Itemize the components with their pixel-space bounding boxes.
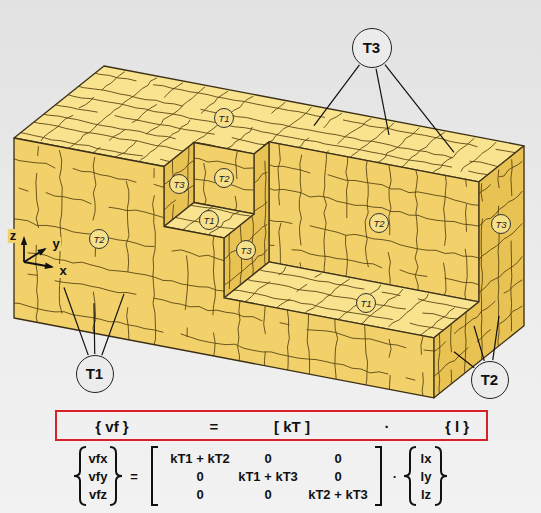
leader-line bbox=[376, 69, 389, 135]
joint-set-mark: T1 bbox=[214, 108, 234, 128]
joint-set-callout: T2 bbox=[471, 361, 509, 399]
joint-set-label: T3 bbox=[363, 39, 381, 56]
joint-cracks bbox=[432, 160, 522, 398]
operator: = bbox=[130, 469, 138, 484]
joint-set-label: T2 bbox=[481, 371, 499, 388]
joint-set-mark: T3 bbox=[236, 240, 256, 260]
joint-set-label: T3 bbox=[240, 245, 251, 256]
joint-cracks bbox=[10, 147, 433, 400]
leader-line bbox=[493, 316, 499, 360]
joint-set-label: T3 bbox=[173, 179, 184, 190]
joint-set-label: T2 bbox=[218, 173, 229, 184]
joint-set-label: T2 bbox=[93, 234, 104, 245]
rock-face bbox=[194, 143, 254, 214]
leader-line bbox=[102, 294, 124, 355]
matrix-entry: 0 bbox=[196, 469, 203, 484]
joint-set-mark: T2 bbox=[89, 229, 109, 249]
leader-line bbox=[314, 65, 359, 126]
joint-set-label: T2 bbox=[373, 218, 384, 229]
joint-set-callout: T1 bbox=[76, 355, 114, 393]
rock-face bbox=[14, 138, 434, 398]
vector-brace bbox=[74, 447, 86, 505]
joint-set-mark: T1 bbox=[199, 210, 219, 230]
z-axis-head bbox=[21, 236, 27, 245]
face-outline bbox=[434, 146, 524, 398]
joint-set-label: T1 bbox=[218, 113, 229, 124]
vector-entry: lz bbox=[421, 487, 431, 502]
rock-face bbox=[434, 146, 524, 398]
vector-entry: lx bbox=[421, 451, 432, 466]
vector-brace bbox=[435, 447, 447, 505]
matrix-bracket bbox=[375, 447, 381, 505]
equation-box: { vf } = [ kT ] · { l } bbox=[55, 410, 488, 441]
y-axis-head bbox=[37, 248, 46, 255]
equation-term: = bbox=[210, 417, 219, 434]
leader-line bbox=[385, 65, 454, 153]
joint-set-label: T1 bbox=[360, 298, 371, 309]
joint-set-label: T1 bbox=[86, 365, 104, 382]
vector-brace bbox=[404, 447, 416, 505]
face-outline bbox=[194, 143, 254, 214]
axis-label: x bbox=[57, 264, 68, 278]
joint-set-mark: T3 bbox=[169, 174, 189, 194]
matrix-entry: 0 bbox=[196, 487, 203, 502]
joint-set-mark: T2 bbox=[214, 168, 234, 188]
face-outline bbox=[14, 138, 434, 398]
vector-entry: ly bbox=[421, 469, 432, 484]
vector-entry: vfx bbox=[89, 451, 108, 466]
axis-label: z bbox=[8, 229, 19, 243]
vector-entry: vfz bbox=[89, 487, 107, 502]
matrix-entry: 0 bbox=[334, 469, 341, 484]
equation-term: { l } bbox=[445, 417, 469, 434]
matrix-bracket bbox=[152, 447, 158, 505]
leader-line bbox=[454, 352, 474, 368]
operator: · bbox=[393, 469, 397, 484]
joint-set-label: T1 bbox=[203, 215, 214, 226]
x-axis-head bbox=[45, 263, 54, 269]
matrix-entry: kT1 + kT3 bbox=[238, 469, 298, 484]
vector-entry: vfy bbox=[89, 469, 108, 484]
joint-set-label: T3 bbox=[495, 219, 506, 230]
axis-label: y bbox=[50, 237, 61, 251]
matrix-entry: kT1 + kT2 bbox=[170, 451, 230, 466]
matrix-entry: 0 bbox=[264, 487, 271, 502]
vector-brace bbox=[110, 447, 122, 505]
equation-term: { vf } bbox=[95, 417, 128, 434]
joint-set-callout: T3 bbox=[352, 28, 392, 68]
equation-term: · bbox=[385, 417, 390, 434]
joint-set-mark: T2 bbox=[369, 213, 389, 233]
joint-set-mark: T3 bbox=[491, 214, 511, 234]
equation-term: [ kT ] bbox=[274, 417, 310, 434]
matrix-entry: 0 bbox=[264, 451, 271, 466]
joint-set-mark: T1 bbox=[356, 293, 376, 313]
leader-line bbox=[474, 326, 484, 361]
leader-line bbox=[93, 303, 95, 354]
leader-line bbox=[64, 288, 88, 356]
matrix-entry: kT2 + kT3 bbox=[308, 487, 368, 502]
matrix-entry: 0 bbox=[334, 451, 341, 466]
